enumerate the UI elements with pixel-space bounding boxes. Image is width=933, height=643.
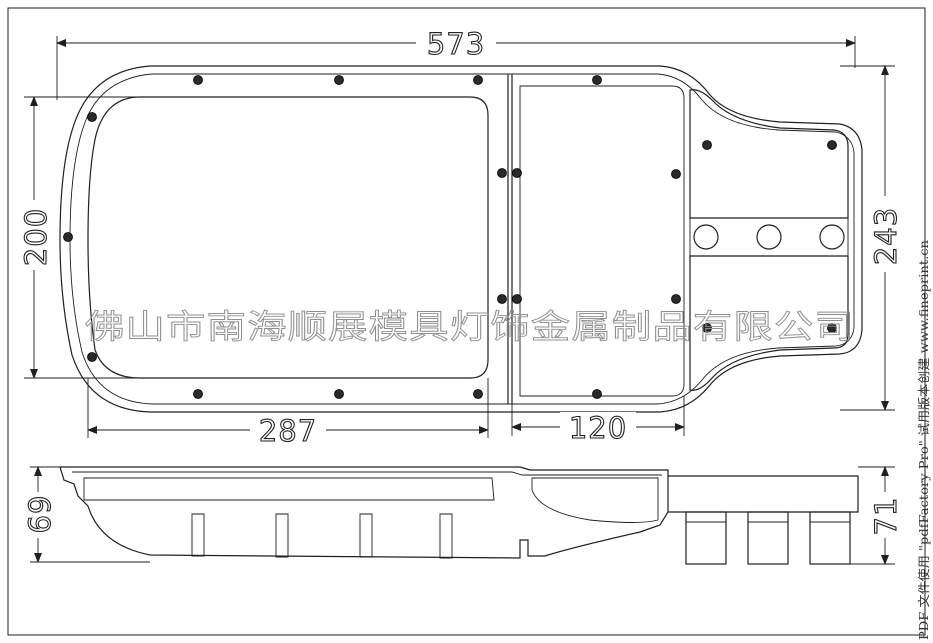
- screw: [827, 323, 837, 333]
- screw: [87, 112, 97, 122]
- top-view: 573 200 243 287 120: [18, 26, 903, 448]
- cable-hole: [693, 224, 719, 250]
- screw: [497, 294, 507, 304]
- screw: [702, 323, 712, 333]
- side-lamp-cavity: [83, 477, 495, 501]
- cable-connector: [685, 511, 727, 565]
- drawing-frame: [7, 7, 926, 636]
- housing-outline: [59, 65, 863, 413]
- dim-label-side-left: 69: [23, 495, 57, 534]
- screw: [473, 389, 483, 399]
- dim-label-bg: [250, 414, 326, 444]
- dim-label-bg: [870, 492, 900, 538]
- fin: [439, 513, 453, 559]
- dim-label-bg: [560, 412, 636, 442]
- dim-label-bg: [20, 200, 50, 270]
- dim-label-side-right: 71: [869, 497, 903, 536]
- side-top-rim-inner: [72, 471, 662, 476]
- screw: [497, 168, 507, 178]
- screw: [671, 169, 681, 179]
- screw: [827, 140, 837, 150]
- screw: [592, 389, 602, 399]
- housing-outline-inner: [69, 73, 855, 405]
- driver-panel-outline: [519, 85, 685, 397]
- cable-hole: [756, 224, 782, 250]
- screw: [512, 294, 522, 304]
- screws: [63, 75, 837, 399]
- screw: [193, 75, 203, 85]
- cable-channel: [689, 217, 849, 257]
- dim-label-overall-length: 573: [427, 27, 485, 61]
- screw: [702, 140, 712, 150]
- company-watermark: 佛山市南海顺展模具灯饰金属制品有限公司: [85, 307, 855, 346]
- side-housing-body: [59, 466, 669, 559]
- cable-connector: [809, 511, 851, 565]
- dim-label-overall-height: 243: [869, 207, 903, 265]
- side-top-rim: [60, 466, 859, 513]
- screw: [334, 389, 344, 399]
- fin: [191, 513, 205, 557]
- screw: [473, 75, 483, 85]
- cable-connector: [747, 511, 789, 565]
- screw: [592, 75, 602, 85]
- dim-label-bg: [24, 492, 54, 538]
- dim-label-bg: [416, 28, 496, 58]
- side-driver-cavity: [531, 477, 659, 523]
- screw: [334, 75, 344, 85]
- socket-cover-bottom: [689, 255, 849, 391]
- screw: [671, 294, 681, 304]
- screw: [63, 232, 73, 242]
- dim-label-body-height: 200: [19, 208, 53, 266]
- screw: [512, 168, 522, 178]
- pdf-side-note: PDF 文件使用 "pdfFactory Pro" 试用版本创建 www.fin…: [916, 240, 931, 640]
- side-view: 69 71: [22, 466, 904, 565]
- dim-label-lamp-length: 287: [259, 414, 317, 448]
- fin: [275, 513, 289, 558]
- screw: [193, 389, 203, 399]
- dim-label-middle-length: 120: [569, 411, 627, 445]
- cable-hole: [819, 224, 845, 250]
- lamp-opening: [87, 96, 489, 379]
- fin: [359, 513, 373, 558]
- dim-label-bg: [870, 196, 900, 272]
- socket-cover-top: [689, 89, 849, 219]
- screw: [87, 352, 97, 362]
